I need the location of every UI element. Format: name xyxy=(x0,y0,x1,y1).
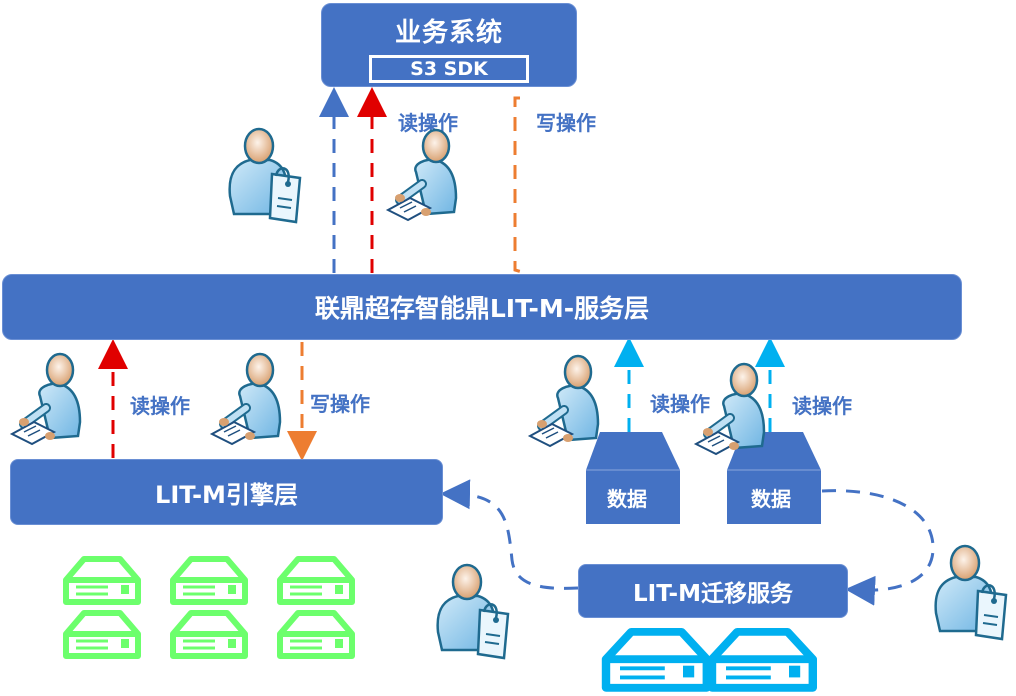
data-block-1-label: 数据 xyxy=(607,487,647,511)
server-icon-green-5 xyxy=(280,559,352,602)
right-read-label-1: 读操作 xyxy=(650,392,710,416)
server-icon-cyan-2 xyxy=(712,632,813,688)
mid-write-label: 写操作 xyxy=(310,392,370,416)
business-system-title: 业务系统 xyxy=(394,18,503,48)
user-with-tag-icon-top xyxy=(228,127,302,224)
write-connector-orange-top xyxy=(513,96,523,274)
service-layer-box[interactable]: 联鼎超存智能鼎LIT-M-服务层 xyxy=(2,274,962,340)
server-icon-cyan-1 xyxy=(606,632,707,688)
user-reading-document-icon-top xyxy=(388,130,456,220)
migration-to-engine-connector xyxy=(440,479,579,590)
top-read-label: 读操作 xyxy=(398,111,458,135)
migration-service-box[interactable]: LIT-M迁移服务 xyxy=(578,564,848,618)
data-block-2[interactable] xyxy=(727,432,821,524)
engine-layer-box[interactable]: LIT-M引擎层 xyxy=(10,459,443,525)
user-reading-document-icon-right-1 xyxy=(530,356,598,446)
server-icon-green-3 xyxy=(173,559,245,602)
data-to-migration-connector xyxy=(821,489,935,606)
data-block-1[interactable] xyxy=(586,432,680,524)
user-with-tag-icon-bottom-left xyxy=(436,563,510,660)
mid-read-label: 读操作 xyxy=(130,394,190,418)
user-reading-document-icon-mid xyxy=(212,354,280,444)
user-reading-document-icon-right-2 xyxy=(696,364,764,454)
business-system-box[interactable]: 业务系统 S3 SDK xyxy=(321,3,577,87)
user-with-tag-icon-bottom-right xyxy=(934,544,1008,641)
migration-service-title: LIT-M迁移服务 xyxy=(633,581,793,607)
user-reading-document-icon-mid-left xyxy=(12,354,80,444)
server-icon-green-4 xyxy=(173,613,245,656)
top-write-label: 写操作 xyxy=(536,111,596,135)
server-icon-green-1 xyxy=(66,559,138,602)
service-layer-title: 联鼎超存智能鼎LIT-M-服务层 xyxy=(314,294,650,323)
server-icon-green-2 xyxy=(66,613,138,656)
engine-layer-title: LIT-M引擎层 xyxy=(155,480,298,509)
data-block-2-label: 数据 xyxy=(751,487,791,511)
server-icon-green-6 xyxy=(280,613,352,656)
right-read-label-2: 读操作 xyxy=(792,394,852,418)
s3-sdk-box[interactable]: S3 SDK xyxy=(369,55,529,83)
